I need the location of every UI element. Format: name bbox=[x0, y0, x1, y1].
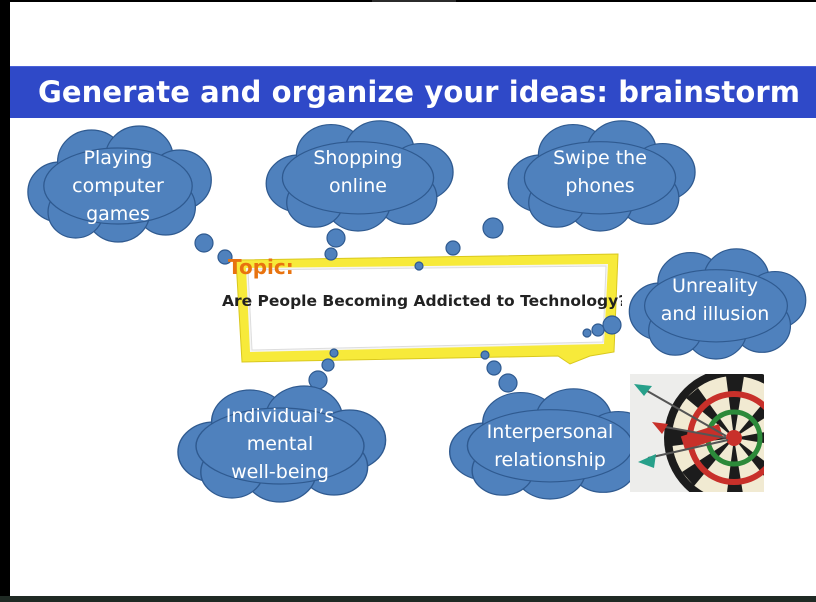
idea-interpersonal: Interpersonal relationship bbox=[486, 421, 614, 471]
connector-bubbles bbox=[194, 217, 622, 393]
dartboard-icon bbox=[630, 374, 764, 492]
window-bottom-strip bbox=[0, 596, 816, 602]
slide-title: Generate and organize your ideas: brains… bbox=[38, 75, 801, 109]
topic-label: Topic: bbox=[228, 255, 294, 279]
topic-box bbox=[235, 253, 619, 365]
idea-unreality-illusion: Unreality and illusion bbox=[660, 275, 770, 325]
brainstorm-diagram bbox=[27, 120, 807, 503]
presentation-slide: Generate and organize your ideas: brains… bbox=[10, 2, 816, 596]
idea-swipe-phones: Swipe the phones bbox=[553, 147, 647, 197]
topic-title: Are People Becoming Addicted to Technolo… bbox=[222, 292, 622, 310]
idea-playing-games: Playing computer games bbox=[72, 147, 164, 225]
slide-title-bar: Generate and organize your ideas: brains… bbox=[10, 66, 816, 118]
idea-shopping-online: Shopping online bbox=[313, 147, 403, 197]
idea-mental-wellbeing: Individual’s mental well-being bbox=[225, 405, 335, 483]
